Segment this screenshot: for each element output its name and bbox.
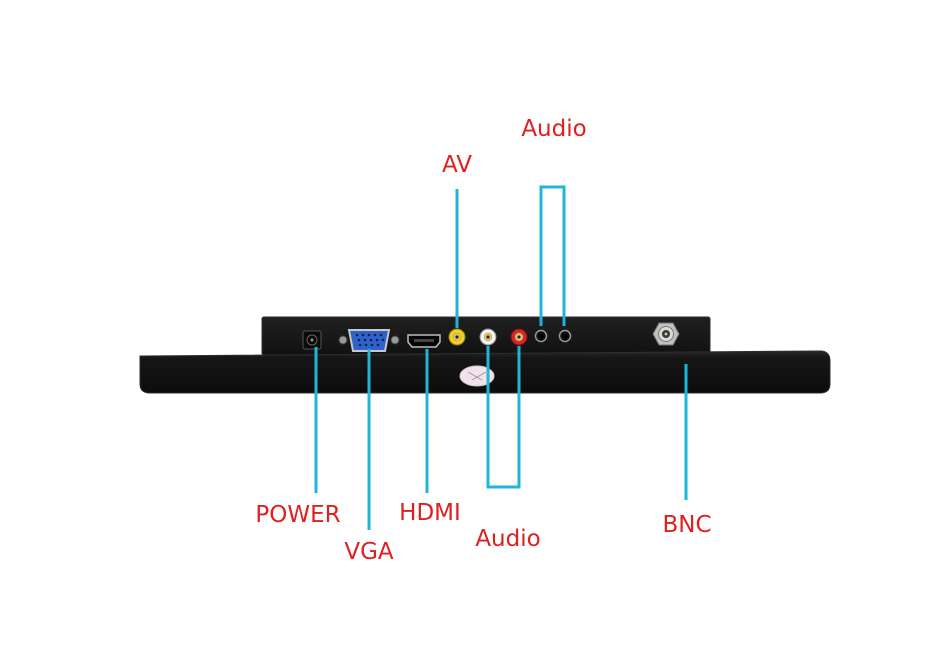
leader-line-audio-bottom <box>486 346 521 489</box>
audio-jack-white <box>479 328 497 346</box>
audio-jack-red <box>510 328 528 346</box>
label-vga: VGA <box>344 539 394 565</box>
audio-jack-3-5mm-right <box>558 329 572 343</box>
audio-jack-3-5mm-left <box>534 329 548 343</box>
label-power: POWER <box>255 502 341 528</box>
leader-line-audio-top <box>539 185 566 326</box>
label-audio-bottom: Audio <box>475 526 541 552</box>
hdmi-port <box>407 334 441 348</box>
leader-lines <box>314 185 688 530</box>
label-hdmi: HDMI <box>399 500 461 526</box>
label-av: AV <box>442 152 472 178</box>
label-bnc: BNC <box>662 512 712 538</box>
bnc-connector <box>652 322 680 346</box>
sticker <box>459 365 495 387</box>
power-port <box>302 330 322 350</box>
av-jack <box>448 328 466 346</box>
label-audio-top: Audio <box>521 116 587 142</box>
vga-port <box>338 329 400 352</box>
